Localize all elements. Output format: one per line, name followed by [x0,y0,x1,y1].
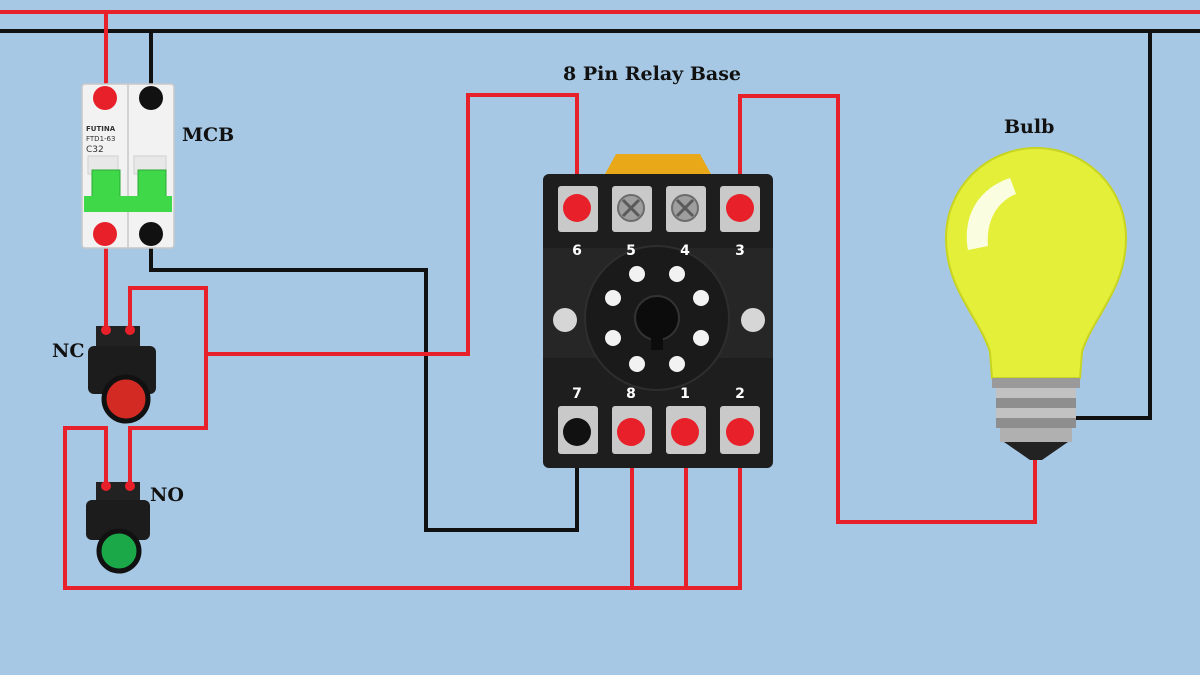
pin-label-1: 1 [680,386,690,402]
bottom-terminals [558,406,760,454]
mcb-toggle-left[interactable] [91,169,121,199]
pin-label-5: 5 [626,243,636,259]
mcb-model: FTD1-63 [86,135,115,143]
mcb-brand: FUTINA [86,125,116,133]
bottom-pin-numbers: 7 8 1 2 [572,386,745,402]
terminal-1 [671,418,699,446]
bulb-tip [1004,442,1068,460]
mcb-terminal-neutral-out [139,222,163,246]
top-pin-numbers: 6 5 4 3 [572,243,745,259]
terminal-8 [617,418,645,446]
mcb-terminal-neutral-in [139,86,163,110]
pin-label-8: 8 [626,386,636,402]
mount-hole-right [741,308,765,332]
terminal-7 [563,418,591,446]
mount-hole-left [553,308,577,332]
no-button-cap[interactable] [96,528,142,574]
nc-push-button[interactable] [88,325,156,424]
mcb: FUTINA FTD1-63 C32 [81,83,175,249]
nc-button-cap[interactable] [101,374,151,424]
nc-label: NC [52,340,85,362]
mcb-terminal-phase-in [93,86,117,110]
pin-label-2: 2 [735,386,745,402]
light-bulb [944,146,1128,460]
pin-label-3: 3 [735,243,745,259]
no-label: NO [150,484,184,506]
bulb-base [1000,428,1072,442]
nc-to-no-wire [128,352,208,497]
bulb-label: Bulb [1004,116,1054,138]
no-button-housing [86,500,150,540]
mcb-terminal-phase-out [93,222,117,246]
terminal-3 [726,194,754,222]
nc-to-pin6-wire [128,93,579,356]
mcb-rating: C32 [86,145,104,155]
bulb-neutral-wire [1070,29,1152,420]
neutral-to-pin7-wire [149,234,579,532]
top-terminals [558,186,760,232]
terminal-2 [726,418,754,446]
bulb-glass [944,146,1128,379]
pin-label-4: 4 [680,243,690,259]
relay-base: 6 5 4 3 7 8 1 2 [543,154,773,468]
mcb-label: MCB [182,124,234,146]
pin3-to-bulb-wire [738,94,1037,524]
relay-base-label: 8 Pin Relay Base [563,63,741,85]
no-to-relay-wire [63,426,742,590]
terminal-6 [563,194,591,222]
no-push-button[interactable] [86,481,150,574]
socket-holes [605,266,709,372]
pin-label-7: 7 [572,386,582,402]
center-key-hole [634,295,680,341]
wires [0,10,1200,590]
mcb-toggle-right[interactable] [137,169,167,199]
relay-clip [604,154,712,176]
bulb-highlight [966,178,1016,250]
pin-label-6: 6 [572,243,582,259]
